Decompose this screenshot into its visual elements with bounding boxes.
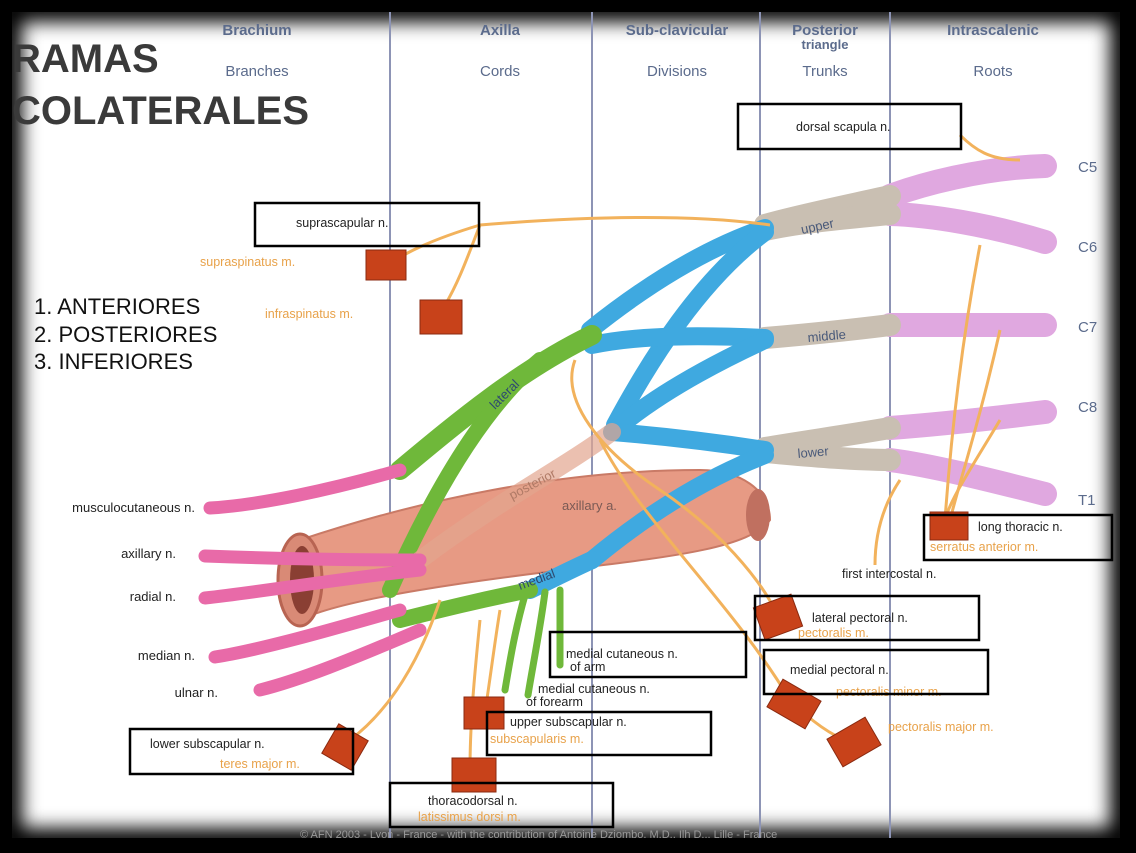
trunk-label-lower: lower xyxy=(797,443,830,461)
pectoralis-major-muscle xyxy=(826,716,882,768)
serratus-muscle xyxy=(929,511,969,541)
label-pectoralis-minor: pectoralis minor m. xyxy=(836,685,942,699)
col-subclavicular-region: Sub-clavicular xyxy=(626,22,729,39)
roots xyxy=(878,154,1057,506)
branch-label-axillary: axillary n. xyxy=(121,546,176,561)
trunk-label-upper: upper xyxy=(800,215,836,237)
box-long-thoracic xyxy=(922,513,1114,562)
root-label-c5: C5 xyxy=(1078,159,1097,176)
col-brachium-part: Branches xyxy=(225,63,288,80)
trunk-labels: upper middle lower xyxy=(797,215,846,461)
slide-title: RAMAS COLATERALES xyxy=(12,37,309,133)
highlight-boxes xyxy=(128,102,1114,829)
box-dorsal-scapula xyxy=(736,102,963,151)
list-item-3: 3. INFERIORES xyxy=(34,349,193,374)
lateral-pectoral-muscle xyxy=(752,593,804,641)
label-medial-cut-forearm-1: medial cutaneous n. xyxy=(538,682,650,696)
label-long-thoracic: long thoracic n. xyxy=(978,520,1063,534)
label-pectoralis-major: pectoralis major m. xyxy=(888,720,994,734)
latissimus-muscle xyxy=(451,757,497,793)
artery-label: axillary a. xyxy=(562,498,617,513)
label-medial-cut-arm-2: of arm xyxy=(570,660,605,674)
trunks xyxy=(754,185,901,471)
col-posterior-part: Trunks xyxy=(802,63,847,80)
label-medial-cut-arm-1: medial cutaneous n. xyxy=(566,647,678,661)
col-subclavicular-part: Divisions xyxy=(647,63,707,80)
box-lateral-pectoral xyxy=(753,594,981,642)
root-label-c6: C6 xyxy=(1078,239,1097,256)
terminal-branch-labels: musculocutaneous n. axillary n. radial n… xyxy=(72,500,218,700)
column-headers: Brachium Branches Axilla Cords Sub-clavi… xyxy=(222,22,1038,80)
label-pectoralis-a: pectoralis m. xyxy=(798,626,869,640)
branch-label-radial: radial n. xyxy=(130,589,176,604)
label-teres-major: teres major m. xyxy=(220,757,300,771)
label-serratus: serratus anterior m. xyxy=(930,540,1038,554)
root-label-c7: C7 xyxy=(1078,319,1097,336)
label-latissimus: latissimus dorsi m. xyxy=(418,810,521,824)
list-item-1: 1. ANTERIORES xyxy=(34,294,200,319)
trunk-label-middle: middle xyxy=(807,327,846,345)
col-intrascalenic-region: Intrascalenic xyxy=(947,22,1039,39)
label-upper-subscapular: upper subscapular n. xyxy=(510,715,627,729)
credit-line: © AFN 2003 - Lyon - France - with the co… xyxy=(300,829,777,838)
label-lateral-pectoral: lateral pectoral n. xyxy=(812,611,908,625)
label-suprascapular: suprascapular n. xyxy=(296,216,388,230)
infraspinatus-muscle xyxy=(419,299,463,335)
slide: Brachium Branches Axilla Cords Sub-clavi… xyxy=(12,12,1120,838)
title-line-2: COLATERALES xyxy=(12,89,309,133)
branch-label-median: median n. xyxy=(138,648,195,663)
label-first-intercostal: first intercostal n. xyxy=(842,567,936,581)
col-posterior-region2: triangle xyxy=(802,37,849,52)
branch-label-musculocutaneous: musculocutaneous n. xyxy=(72,500,195,515)
root-labels: C5 C6 C7 C8 T1 xyxy=(1078,159,1097,509)
muscles xyxy=(321,249,969,793)
list-item-2: 2. POSTERIORES xyxy=(34,322,217,347)
box-medial-cutaneous-arm xyxy=(548,630,748,679)
label-thoracodorsal: thoracodorsal n. xyxy=(428,794,518,808)
label-subscapularis: subscapularis m. xyxy=(490,732,584,746)
brachial-plexus-diagram: Brachium Branches Axilla Cords Sub-clavi… xyxy=(12,12,1114,838)
slide-list: 1. ANTERIORES 2. POSTERIORES 3. INFERIOR… xyxy=(34,294,217,374)
label-medial-cut-forearm-2: of forearm xyxy=(526,695,583,709)
root-label-c8: C8 xyxy=(1078,399,1097,416)
col-intrascalenic-part: Roots xyxy=(973,63,1012,80)
collateral-labels: dorsal scapula n. suprascapular n. supra… xyxy=(150,120,1063,824)
label-medial-pectoral: medial pectoral n. xyxy=(790,663,889,677)
title-line-1: RAMAS xyxy=(12,37,159,81)
col-brachium-region: Brachium xyxy=(222,22,291,39)
supraspinatus-muscle xyxy=(365,249,407,281)
label-lower-subscapular: lower subscapular n. xyxy=(150,737,265,751)
box-medial-pectoral xyxy=(762,648,990,696)
col-axilla-part: Cords xyxy=(480,63,520,80)
small-nerves xyxy=(349,133,1021,771)
col-axilla-region: Axilla xyxy=(480,22,521,39)
box-thoracodorsal xyxy=(388,781,615,829)
label-supraspinatus: supraspinatus m. xyxy=(200,255,295,269)
root-label-t1: T1 xyxy=(1078,492,1096,509)
box-lower-subscapular xyxy=(128,727,355,776)
label-dorsal-scapula: dorsal scapula n. xyxy=(796,120,891,134)
label-infraspinatus: infraspinatus m. xyxy=(265,307,353,321)
medial-cord-branches xyxy=(501,586,564,699)
branch-label-ulnar: ulnar n. xyxy=(175,685,218,700)
terminal-branches xyxy=(198,463,427,697)
col-posterior-region: Posterior xyxy=(792,22,858,39)
box-suprascapular xyxy=(253,201,481,248)
box-upper-subscapular xyxy=(485,710,713,757)
